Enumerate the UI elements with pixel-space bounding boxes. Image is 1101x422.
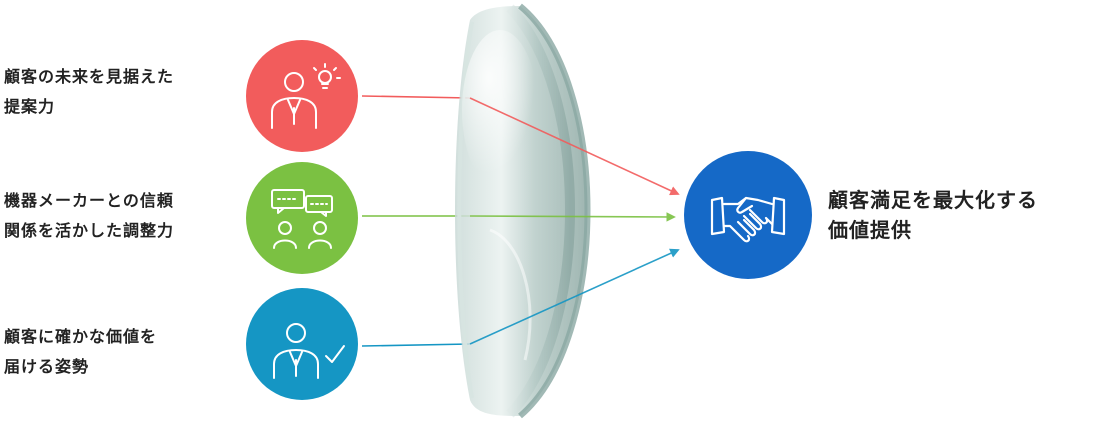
result-circle [684,151,812,279]
input-circle-attitude [246,288,358,400]
result-label-line1: 顧客満足を最大化する [828,188,1038,212]
people-chat-icon [271,189,333,249]
input-label-proposal-line1: 顧客の未来を見据えた [4,67,175,86]
lens-rim-inner [506,4,575,418]
input-circle-coordination-bg [246,162,358,274]
input-label-attitude-line2: 届ける姿勢 [4,357,90,376]
input-label-coordination: 機器メーカーとの信頼 関係を活かした調整力 [4,186,174,246]
arrow-attitude [469,248,680,345]
lens-edge-left [457,21,474,399]
input-label-proposal-line2: 提案力 [4,97,56,116]
lens-highlight [489,228,532,361]
connector-lines [361,95,471,347]
connector-arrows [469,97,680,345]
input-label-attitude-line1: 顧客に確かな価値を [4,327,158,346]
input-circle-attitude-bg [246,288,358,400]
person-check-icon [273,323,345,379]
connector-proposal-in [361,95,471,99]
input-circle-coordination [246,162,358,274]
connector-attitude-in [361,343,471,347]
handshake-icon [710,196,786,243]
input-circle-proposal [246,40,358,152]
lens-shine [462,30,538,190]
input-circle-proposal-bg [246,40,358,152]
result-label-line2: 価値提供 [828,218,912,242]
arrow-proposal [469,97,680,196]
person-lightbulb-icon [271,63,341,129]
input-label-proposal: 顧客の未来を見据えた 提案力 [4,62,174,122]
input-label-coordination-line1: 機器メーカーとの信頼 [4,191,174,210]
arrow-coordination [469,212,676,222]
lens-rim-outer [518,3,591,419]
input-label-attitude: 顧客に確かな価値を 届ける姿勢 [4,322,157,382]
result-circle-bg [684,151,812,279]
lens-graphic [455,3,591,419]
result-label: 顧客満足を最大化する 価値提供 [828,185,1038,245]
input-label-coordination-line2: 関係を活かした調整力 [4,221,175,240]
